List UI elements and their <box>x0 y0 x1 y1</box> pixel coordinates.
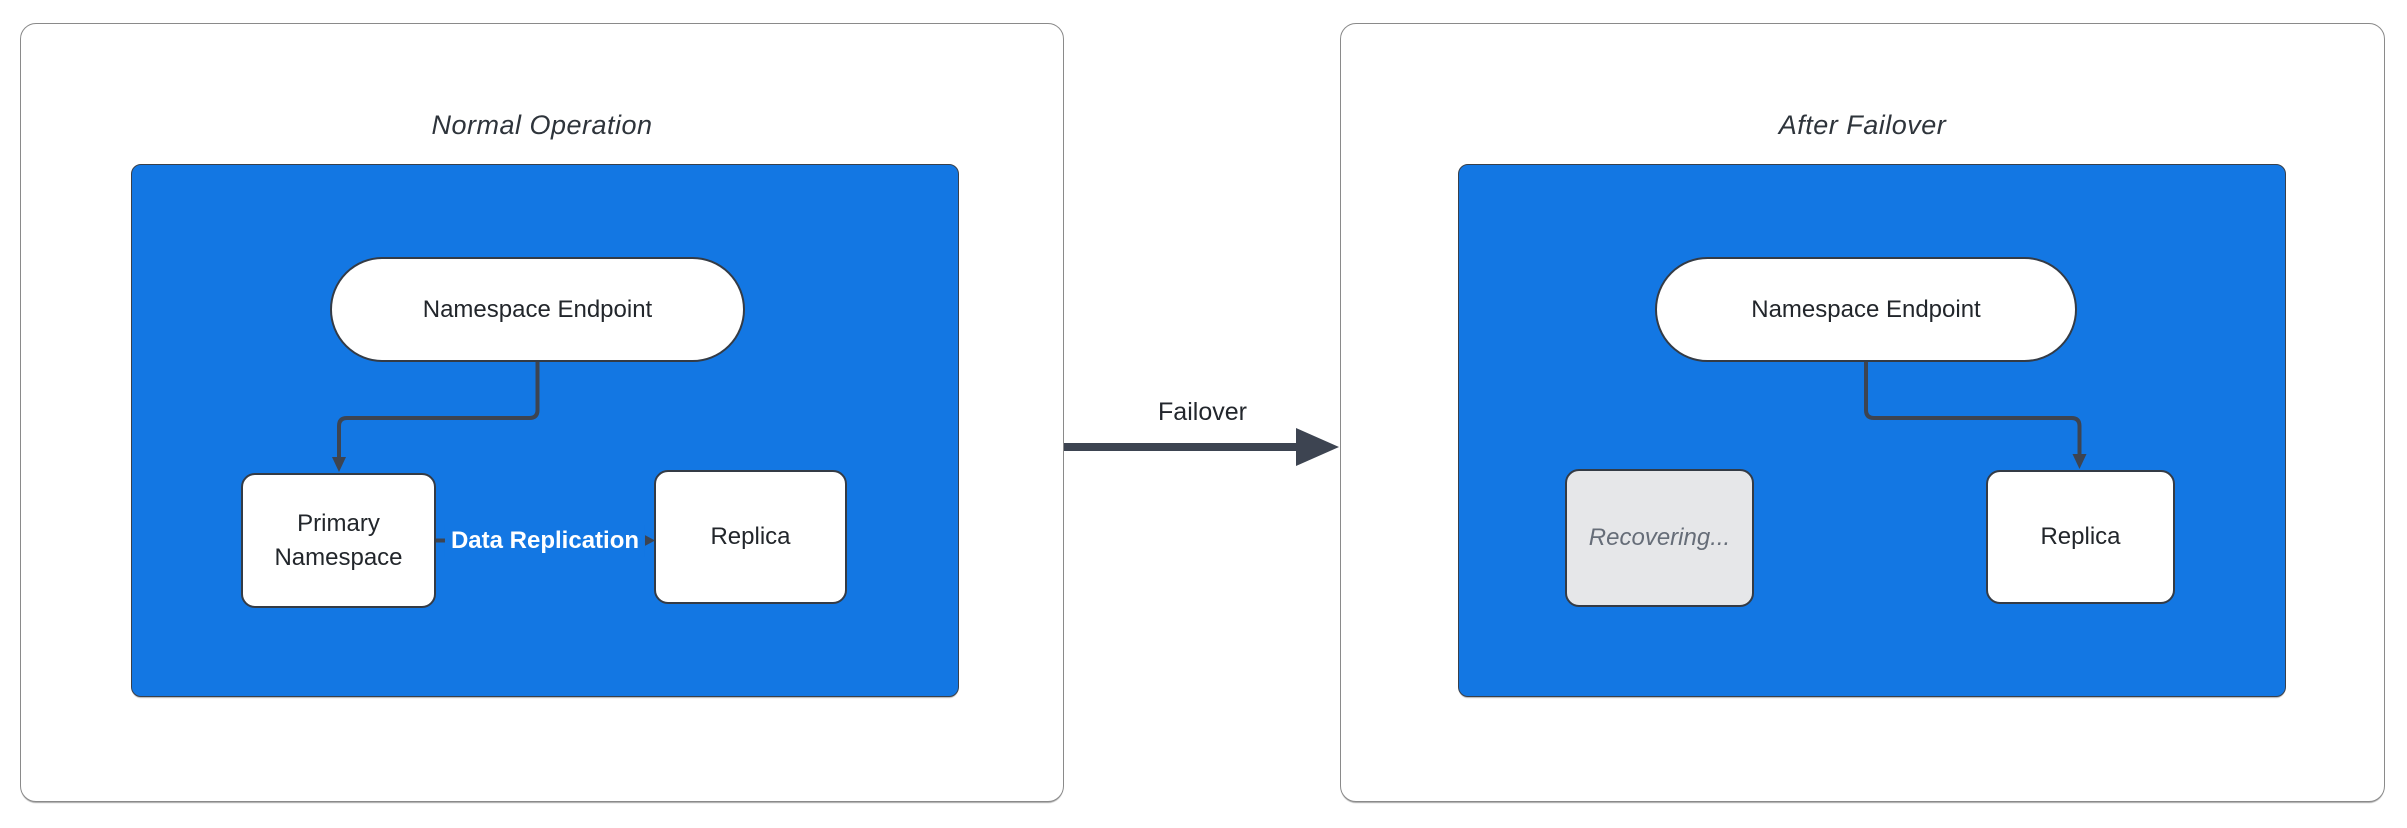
endpoint-to-primary-arrowhead-icon <box>332 457 346 472</box>
panel-after-failover: After Failover Namespace Endpoint Recove… <box>1340 23 2385 802</box>
endpoint-to-replica-edge <box>1864 362 2082 455</box>
edges-normal <box>332 362 655 548</box>
panel-title-normal-operation: Normal Operation <box>431 110 653 140</box>
endpoint-to-replica-arrowhead-icon <box>2072 454 2087 469</box>
endpoint-to-primary-edge <box>337 362 540 458</box>
panel-title-after-failover: After Failover <box>1778 110 1947 140</box>
node-recovering-label: Recovering... <box>1588 524 1731 552</box>
edges-after-failover <box>1864 362 2087 469</box>
namespace-container-normal: Namespace Endpoint Primary Namespace Rep… <box>131 164 959 697</box>
node-primary-namespace-label: Primary Namespace <box>274 509 403 571</box>
node-replica-normal-label: Replica <box>710 523 791 551</box>
node-replica-normal: Replica <box>654 470 847 604</box>
edge-label-data-replication: Data Replication <box>444 525 646 557</box>
node-primary-namespace: Primary Namespace <box>241 473 436 608</box>
node-namespace-endpoint-label: Namespace Endpoint <box>422 295 653 323</box>
failover-transition: Failover <box>1064 398 1341 480</box>
failover-edge-label: Failover <box>1158 398 1247 426</box>
panel-normal-operation: Normal Operation Namespace Endpoint Prim… <box>20 23 1064 802</box>
node-recovering: Recovering... <box>1565 469 1754 607</box>
namespace-container-after-failover: Namespace Endpoint Recovering... Replica <box>1458 164 2286 697</box>
node-namespace-endpoint-after-label: Namespace Endpoint <box>1751 295 1981 323</box>
node-namespace-endpoint: Namespace Endpoint <box>330 257 745 362</box>
node-namespace-endpoint-after: Namespace Endpoint <box>1655 257 2077 362</box>
node-replica-after-label: Replica <box>2040 523 2121 551</box>
failover-arrowhead-icon <box>1296 428 1339 466</box>
node-replica-after: Replica <box>1986 470 2175 604</box>
failover-arrow <box>1064 428 1339 466</box>
